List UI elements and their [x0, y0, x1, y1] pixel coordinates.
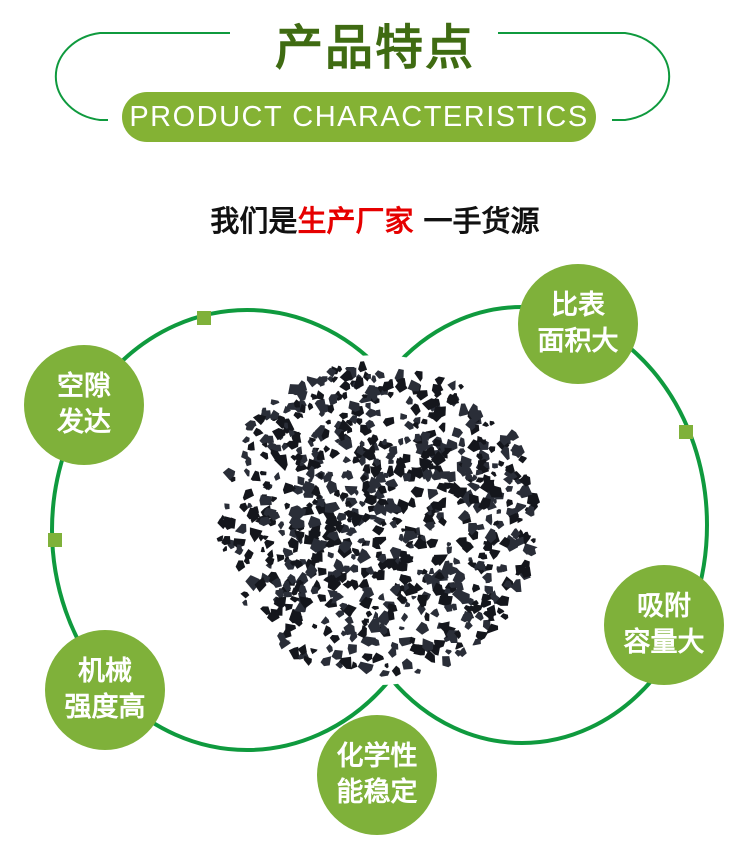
square-marker [48, 533, 62, 547]
slogan-part2: 一手货源 [413, 204, 540, 238]
page-title: 产品特点 [274, 20, 475, 76]
slogan-highlight: 生产厂家 [297, 204, 414, 238]
square-marker [197, 311, 211, 325]
feature-line: 化学性 [336, 741, 418, 772]
feature-line: 吸附 [637, 591, 691, 622]
feature-line: 容量大 [623, 627, 705, 658]
slogan-part1: 我们是 [210, 204, 298, 238]
feature-line: 面积大 [537, 326, 619, 357]
feature-line: 能稳定 [336, 777, 418, 808]
square-marker [679, 425, 693, 439]
feature-stability: 化学性能稳定 [317, 715, 437, 835]
feature-line: 机械 [78, 656, 132, 687]
slogan: 我们是生产厂家 一手货源 [0, 198, 750, 240]
subtitle-pill: PRODUCT CHARACTERISTICS [122, 92, 596, 142]
feature-line: 发达 [57, 407, 111, 438]
feature-surface-area: 比表面积大 [518, 264, 638, 384]
feature-line: 比表 [551, 290, 605, 321]
feature-line: 空隙 [57, 371, 111, 402]
feature-strength: 机械强度高 [45, 630, 165, 750]
activated-carbon-image [216, 361, 540, 677]
feature-adsorption: 吸附容量大 [604, 565, 724, 685]
feature-porosity: 空隙发达 [24, 345, 144, 465]
feature-line: 强度高 [64, 692, 146, 723]
